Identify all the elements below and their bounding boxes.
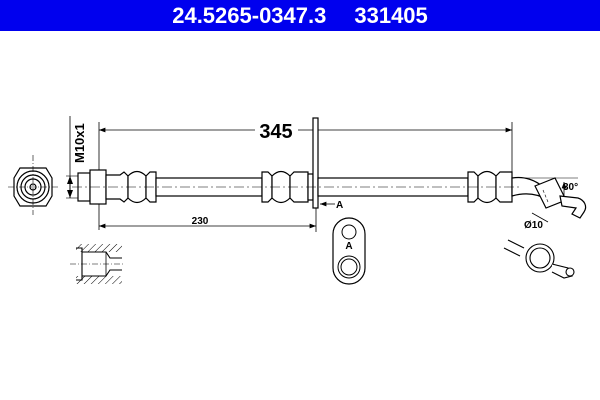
thread-dimension: M10x1 [66, 116, 87, 199]
view-marker-a: A [320, 200, 343, 211]
hose-assembly [77, 117, 587, 219]
fitting-end-view [8, 155, 58, 215]
svg-text:A: A [336, 200, 343, 211]
total-length-label: 345 [259, 121, 292, 143]
thread-label: M10x1 [72, 123, 87, 163]
bracket-dimension-230: 230 [99, 208, 317, 232]
length-dimension-345: 345 [98, 121, 513, 230]
bracket-view-a: A [332, 217, 366, 285]
bend-annotations: 30° Ø10 [524, 177, 578, 231]
banjo-end-view [503, 239, 575, 279]
bracket-distance-label: 230 [192, 216, 209, 227]
bracket-view-label: A [345, 241, 352, 252]
reference-number: 331405 [354, 2, 428, 28]
bend-angle-label: 30° [563, 182, 578, 193]
port-section-view [70, 244, 125, 284]
part-number: 24.5265-0347.3 [172, 2, 327, 28]
diameter-label: Ø10 [524, 220, 543, 231]
title-bar: 24.5265-0347.3 331405 [0, 0, 600, 31]
